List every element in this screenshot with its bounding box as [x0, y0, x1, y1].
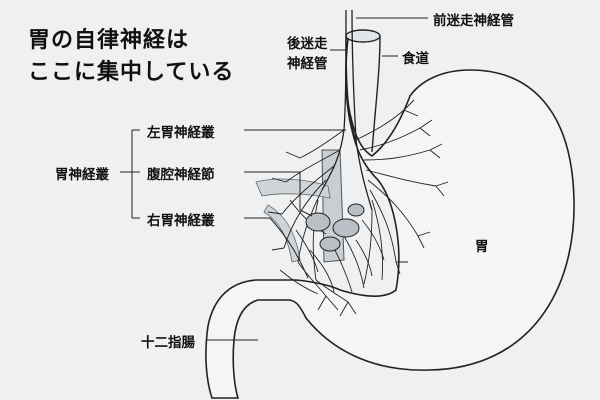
label-posterior-vagus-line1: 後迷走 [286, 32, 329, 52]
label-esophagus: 食道 [401, 47, 430, 67]
label-stomach: 胃 [475, 239, 489, 255]
anterior-vagus-nerve [351, 9, 373, 211]
vessel-shape [263, 204, 301, 263]
leader-celiac [244, 171, 313, 217]
leader-bracket [120, 129, 140, 219]
page-subtitle: ここに集中している [28, 60, 235, 85]
label-anterior-vagus: 前迷走神経管 [432, 9, 515, 29]
label-duodenum: 十二指腸 [140, 331, 196, 351]
label-celiac-ganglion: 腹腔神経節 [146, 163, 216, 183]
celiac-ganglion-cluster [305, 203, 365, 252]
celiac-branch-shape [255, 178, 331, 199]
label-right-gastric-plexus: 右胃神経叢 [146, 209, 216, 229]
nerve-plexus [267, 99, 449, 317]
esophagus-opening [345, 29, 381, 43]
leader-lines [120, 17, 428, 341]
label-left-gastric-plexus: 左胃神経叢 [146, 121, 216, 141]
leader-right-gastric [244, 217, 309, 279]
esophagus-tube [371, 35, 381, 153]
label-posterior-vagus-line2: 神経管 [286, 52, 329, 72]
label-gastric-plexus: 胃神経叢 [54, 163, 110, 183]
stomach-outline [205, 37, 575, 399]
page-title: 胃の自律神経は [28, 28, 190, 53]
